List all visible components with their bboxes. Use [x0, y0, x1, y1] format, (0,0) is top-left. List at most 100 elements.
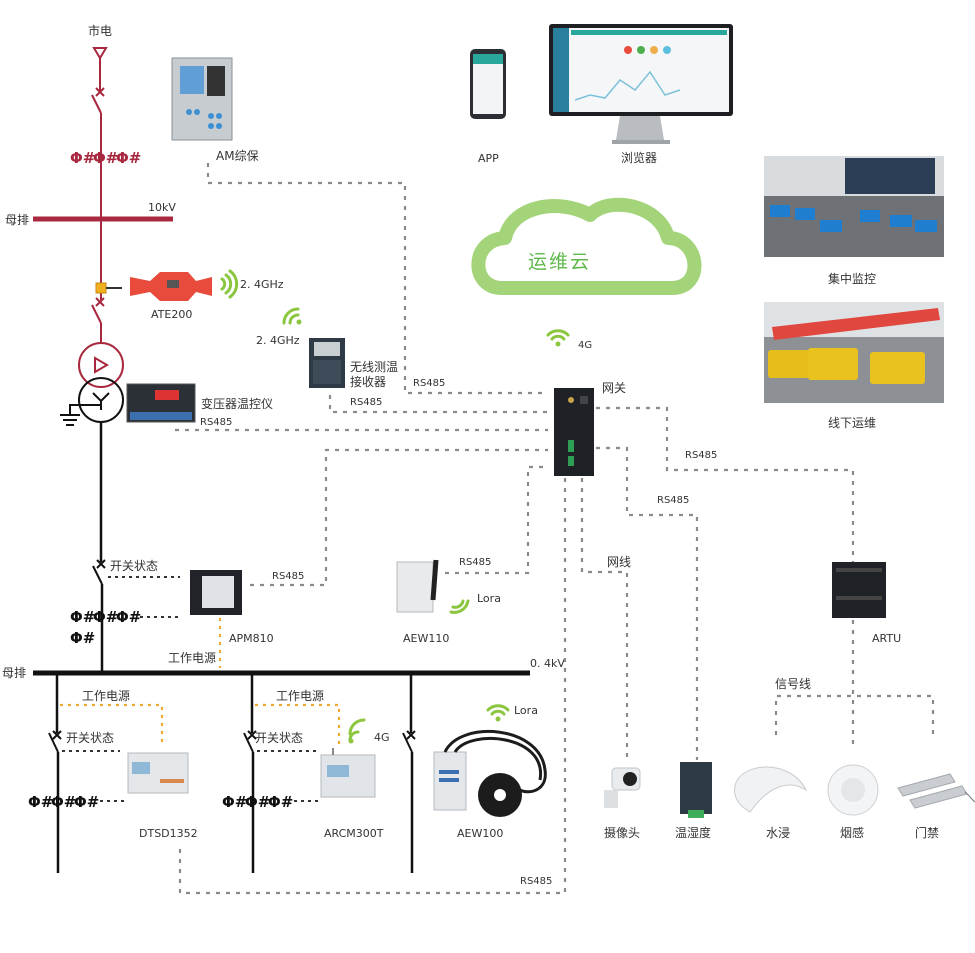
lv-feeder-1: 工作电源 开关状态 Φ# Φ# Φ# — [28, 673, 164, 873]
receiver-label-line2: 接收器 — [350, 374, 386, 389]
browser-monitor-device[interactable] — [549, 24, 733, 144]
aew110-device[interactable] — [396, 559, 439, 613]
aew100-label: AEW100 — [457, 827, 503, 840]
artu-label: ARTU — [872, 632, 901, 645]
ct-group-mv: Φ# Φ# Φ# — [70, 149, 141, 167]
receiver-wireless-label: 2. 4GHz — [256, 334, 300, 347]
ct-icon: Φ# — [222, 793, 247, 811]
mv-voltage-label: 10kV — [148, 201, 176, 214]
dtsd1352-label: DTSD1352 — [139, 827, 198, 840]
monitor-center-label: 集中监控 — [828, 271, 876, 286]
apm810-device[interactable] — [190, 570, 242, 615]
lv-voltage-label: 0. 4kV — [530, 657, 565, 670]
sensor-label: 烟感 — [840, 825, 864, 840]
offline-ops-label: 线下运维 — [828, 416, 876, 430]
gateway-wireless-label: 4G — [578, 340, 592, 351]
app-label: APP — [478, 152, 499, 165]
aew110-link-label: RS485 — [459, 557, 491, 568]
comm-lines — [175, 163, 935, 895]
apm810-label: APM810 — [229, 632, 274, 645]
switch-icon — [92, 565, 103, 585]
ate200-wireless-label: 2. 4GHz — [240, 278, 284, 291]
arcm300t-label: ARCM300T — [324, 827, 384, 840]
gateway-label: 网关 — [602, 381, 626, 395]
app-phone-device[interactable] — [470, 49, 506, 119]
aew100-wireless-label: Lora — [514, 704, 538, 717]
ct-icon: Φ# — [70, 149, 95, 167]
transformer-temp-controller-device[interactable] — [126, 383, 196, 423]
transformer-primary-icon — [78, 342, 124, 388]
breaker-x-icon — [95, 297, 105, 307]
switch-icon — [402, 732, 413, 753]
ate200-label: ATE200 — [151, 308, 192, 321]
switch-icon — [243, 732, 254, 753]
am-relay-device[interactable] — [171, 57, 233, 141]
switch-icon — [91, 304, 102, 324]
ct-icon: Φ# — [51, 793, 76, 811]
receiver-label-line1: 无线测温 — [350, 360, 398, 374]
lv-feeder-2: 工作电源 开关状态 Φ# Φ# Φ# — [222, 673, 341, 873]
ct-icon: Φ# — [116, 608, 141, 626]
artu-device[interactable] — [832, 562, 886, 618]
switch-icon — [91, 94, 102, 114]
cloud-label: 运维云 — [528, 251, 591, 273]
work-power-label: 工作电源 — [168, 651, 216, 665]
cloud-icon[interactable] — [471, 197, 702, 295]
lv-feeder-3 — [402, 673, 416, 873]
sensor-thermo-hygro[interactable] — [680, 762, 712, 818]
sensor-camera[interactable] — [604, 767, 641, 808]
monitor-center-photo — [764, 156, 944, 257]
ct-icon: Φ# — [268, 793, 293, 811]
work-power-label: 工作电源 — [82, 689, 130, 703]
ct-icon: Φ# — [70, 608, 95, 626]
wireless-icon — [282, 307, 302, 325]
ct-icon: Φ# — [245, 793, 270, 811]
bottom-link-label: RS485 — [520, 876, 552, 887]
aew100-device[interactable] — [433, 730, 547, 817]
arcm300t-device[interactable] — [320, 748, 376, 798]
breaker-x-icon — [95, 87, 105, 97]
browser-label: 浏览器 — [621, 150, 657, 165]
sensor-smoke[interactable] — [827, 764, 879, 816]
wireless-icon — [486, 704, 510, 722]
wireless-icon — [546, 329, 570, 347]
mv-feeder: 市电 Φ# Φ# Φ# 母排 10kV — [5, 23, 176, 426]
lv-busbar-label: 母排 — [2, 666, 26, 680]
arcm300t-wireless-label: 4G — [374, 731, 390, 744]
env-link-label: RS485 — [657, 495, 689, 506]
mv-busbar-label: 母排 — [5, 213, 29, 227]
apm810-link-label: RS485 — [272, 571, 304, 582]
sensor-water-leak[interactable] — [734, 766, 808, 813]
sensor-door[interactable] — [897, 773, 975, 809]
breaker-x-icon — [96, 559, 106, 569]
sensor-label: 温湿度 — [675, 825, 711, 840]
lv-incomer: 开关状态 Φ# Φ# Φ# Φ# — [70, 422, 180, 672]
ground-icon — [60, 404, 101, 426]
wireless-receiver-device[interactable] — [309, 338, 345, 388]
signal-line-label: 信号线 — [775, 677, 811, 691]
switch-icon — [48, 732, 59, 753]
ate200-device[interactable] — [130, 272, 212, 301]
ct-icon: Φ# — [93, 149, 118, 167]
dtsd1352-device[interactable] — [127, 752, 189, 794]
ct-icon: Φ# — [116, 149, 141, 167]
work-power-label: 工作电源 — [276, 689, 324, 703]
wireless-icon — [449, 599, 470, 614]
receiver-link-label-2: RS485 — [350, 397, 382, 408]
wireless-icon — [220, 269, 239, 299]
ct-icon: Φ# — [93, 608, 118, 626]
gateway-device[interactable] — [554, 388, 594, 476]
sensor-label: 门禁 — [915, 825, 939, 840]
am-relay-label: AM综保 — [216, 149, 259, 163]
transformer-controller-label: 变压器温控仪 — [201, 396, 273, 411]
aew110-wireless-label: Lora — [477, 592, 501, 605]
source-terminal-icon — [92, 47, 108, 60]
sensor-label: 水浸 — [766, 826, 790, 840]
sensor-label: 摄像头 — [604, 825, 640, 840]
transformer-link-label: RS485 — [200, 417, 232, 428]
source-label: 市电 — [88, 23, 112, 38]
ct-icon: Φ# — [74, 793, 99, 811]
breaker-x-icon — [406, 730, 416, 740]
ct-icon: Φ# — [70, 629, 95, 647]
